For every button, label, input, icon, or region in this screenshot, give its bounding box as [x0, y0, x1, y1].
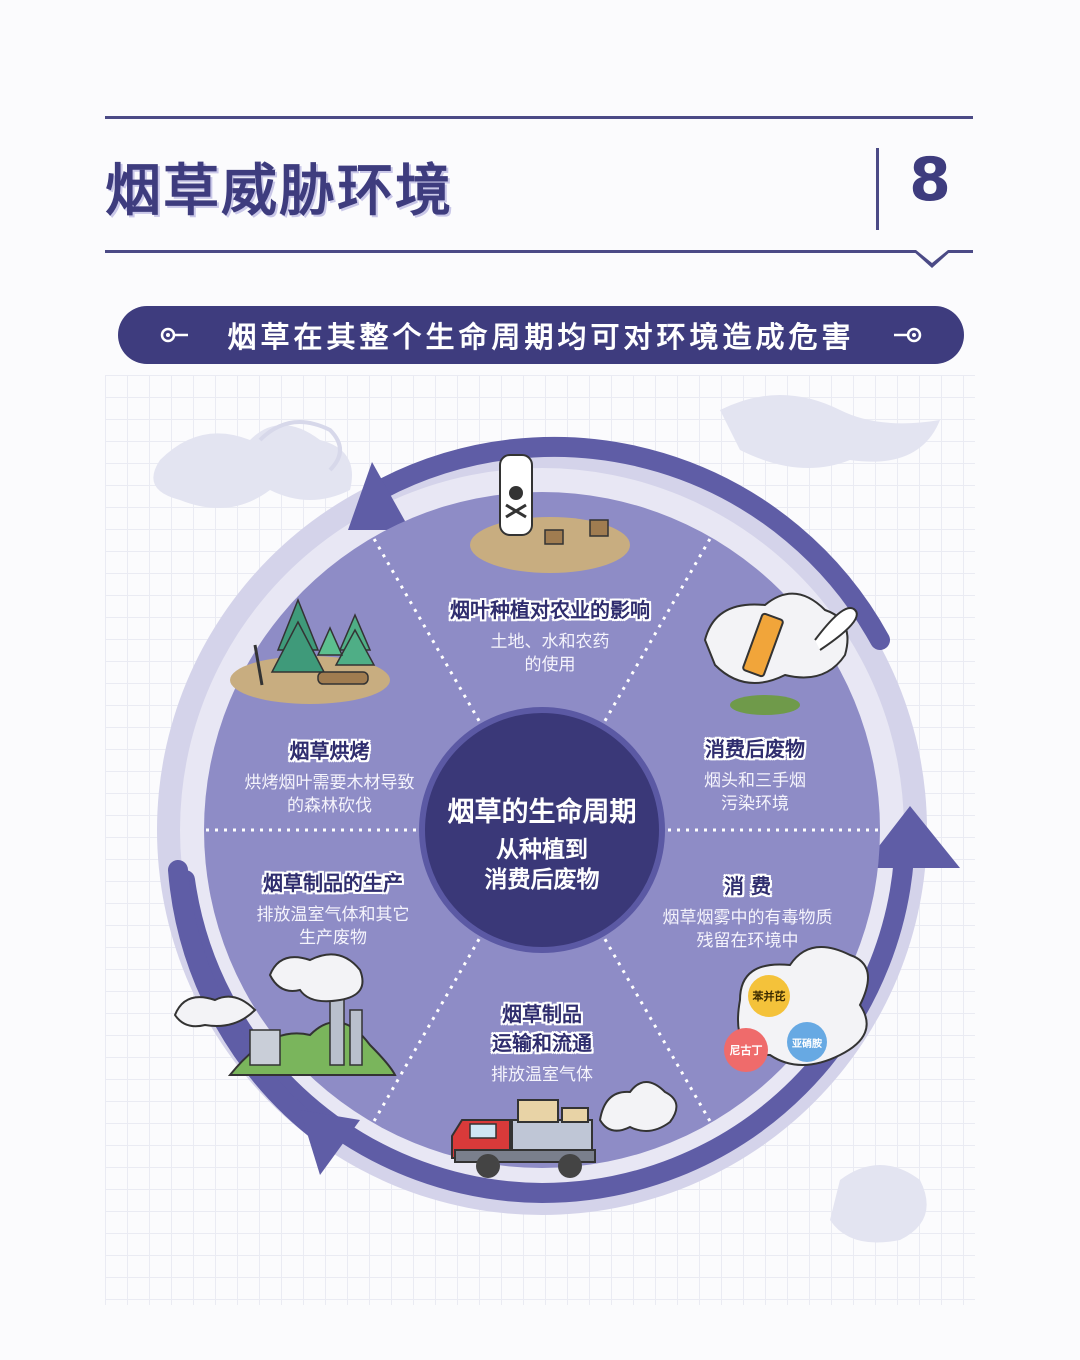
arrow-head-top	[348, 462, 410, 530]
segment-consumption: 消 费 烟草烟雾中的有毒物质 残留在环境中	[640, 870, 855, 953]
page-title: 烟草威胁环境	[105, 159, 453, 224]
chemical-badge: 尼古丁	[724, 1028, 768, 1072]
center-title: 烟草的生命周期	[447, 797, 637, 828]
segment-heading: 消 费	[724, 874, 771, 898]
chemical-badge: 苯并芘	[748, 975, 790, 1017]
page-number: 8	[909, 145, 951, 215]
segment-planting: 烟叶种植对农业的影响 土地、水和农药 的使用	[420, 594, 680, 677]
segment-desc: 烟草烟雾中的有毒物质 残留在环境中	[640, 907, 855, 953]
center-circle	[419, 707, 665, 953]
segment-heading: 消费后废物	[705, 737, 805, 761]
center-subtitle-line1: 从种植到	[496, 837, 588, 863]
segment-desc-line: 残留在环境中	[696, 931, 799, 951]
center-subtitle-line2: 消费后废物	[484, 867, 600, 893]
segment-post-consumption-waste: 消费后废物 烟头和三手烟 污染环境	[660, 733, 850, 816]
pesticide-bottle-icon	[470, 454, 630, 573]
arrow-head-right	[862, 806, 960, 868]
segment-curing: 烟草烘烤 烘烤烟叶需要木材导致 的森林砍伐	[222, 735, 437, 818]
arrow-head-left	[300, 1110, 360, 1175]
segment-heading: 烟叶种植对农业的影响	[450, 598, 650, 622]
center-label: 烟草的生命周期 从种植到 消费后废物	[432, 790, 652, 895]
segment-desc: 排放温室气体	[447, 1064, 637, 1087]
segment-heading-line2: 运输和流通	[492, 1031, 592, 1055]
banner-text: 烟草在其整个生命周期均可对环境造成危害	[227, 320, 855, 354]
segment-desc-line: 排放温室气体	[491, 1065, 593, 1085]
segment-desc-line: 烘烤烟叶需要木材导致	[244, 773, 415, 793]
segment-desc-line: 排放温室气体和其它	[256, 905, 410, 925]
segment-desc: 烟头和三手烟 污染环境	[660, 770, 850, 816]
banner: 烟草在其整个生命周期均可对环境造成危害	[118, 306, 964, 364]
factory-icon	[173, 953, 397, 1076]
segment-heading-line1: 烟草制品	[502, 1002, 582, 1026]
segment-desc-line: 的森林砍伐	[287, 796, 372, 816]
smoke-decoration	[153, 395, 940, 1243]
segment-desc-line: 烟草烟雾中的有毒物质	[662, 908, 833, 928]
header-rule-bottom	[105, 250, 973, 253]
header-notch-inner	[916, 250, 948, 263]
segment-desc-line: 的使用	[524, 655, 576, 675]
header-divider	[876, 148, 879, 230]
segment-desc-line: 污染环境	[721, 794, 789, 814]
segment-transport: 烟草制品 运输和流通 排放温室气体	[447, 998, 637, 1087]
segment-desc: 烘烤烟叶需要木材导致 的森林砍伐	[222, 772, 437, 818]
segment-desc-line: 生产废物	[299, 928, 367, 948]
segment-desc: 土地、水和农药 的使用	[420, 631, 680, 677]
cigarette-butt-icon	[703, 592, 858, 715]
arrow-arc-top	[370, 436, 890, 650]
segment-heading: 烟草烘烤	[289, 739, 370, 763]
segment-production: 烟草制品的生产 排放温室气体和其它 生产废物	[228, 867, 438, 950]
truck-icon	[451, 1081, 678, 1178]
connector-right-icon	[894, 327, 922, 343]
header-rule-top	[105, 116, 973, 119]
segment-desc: 排放温室气体和其它 生产废物	[228, 904, 438, 950]
segment-heading: 烟草制品的生产	[263, 871, 403, 895]
segment-desc-line: 烟头和三手烟	[704, 771, 806, 791]
connector-left-icon	[160, 327, 188, 343]
forest-icon	[230, 597, 390, 704]
segment-desc-line: 土地、水和农药	[490, 632, 610, 652]
chemical-badge: 亚硝胺	[787, 1022, 827, 1062]
